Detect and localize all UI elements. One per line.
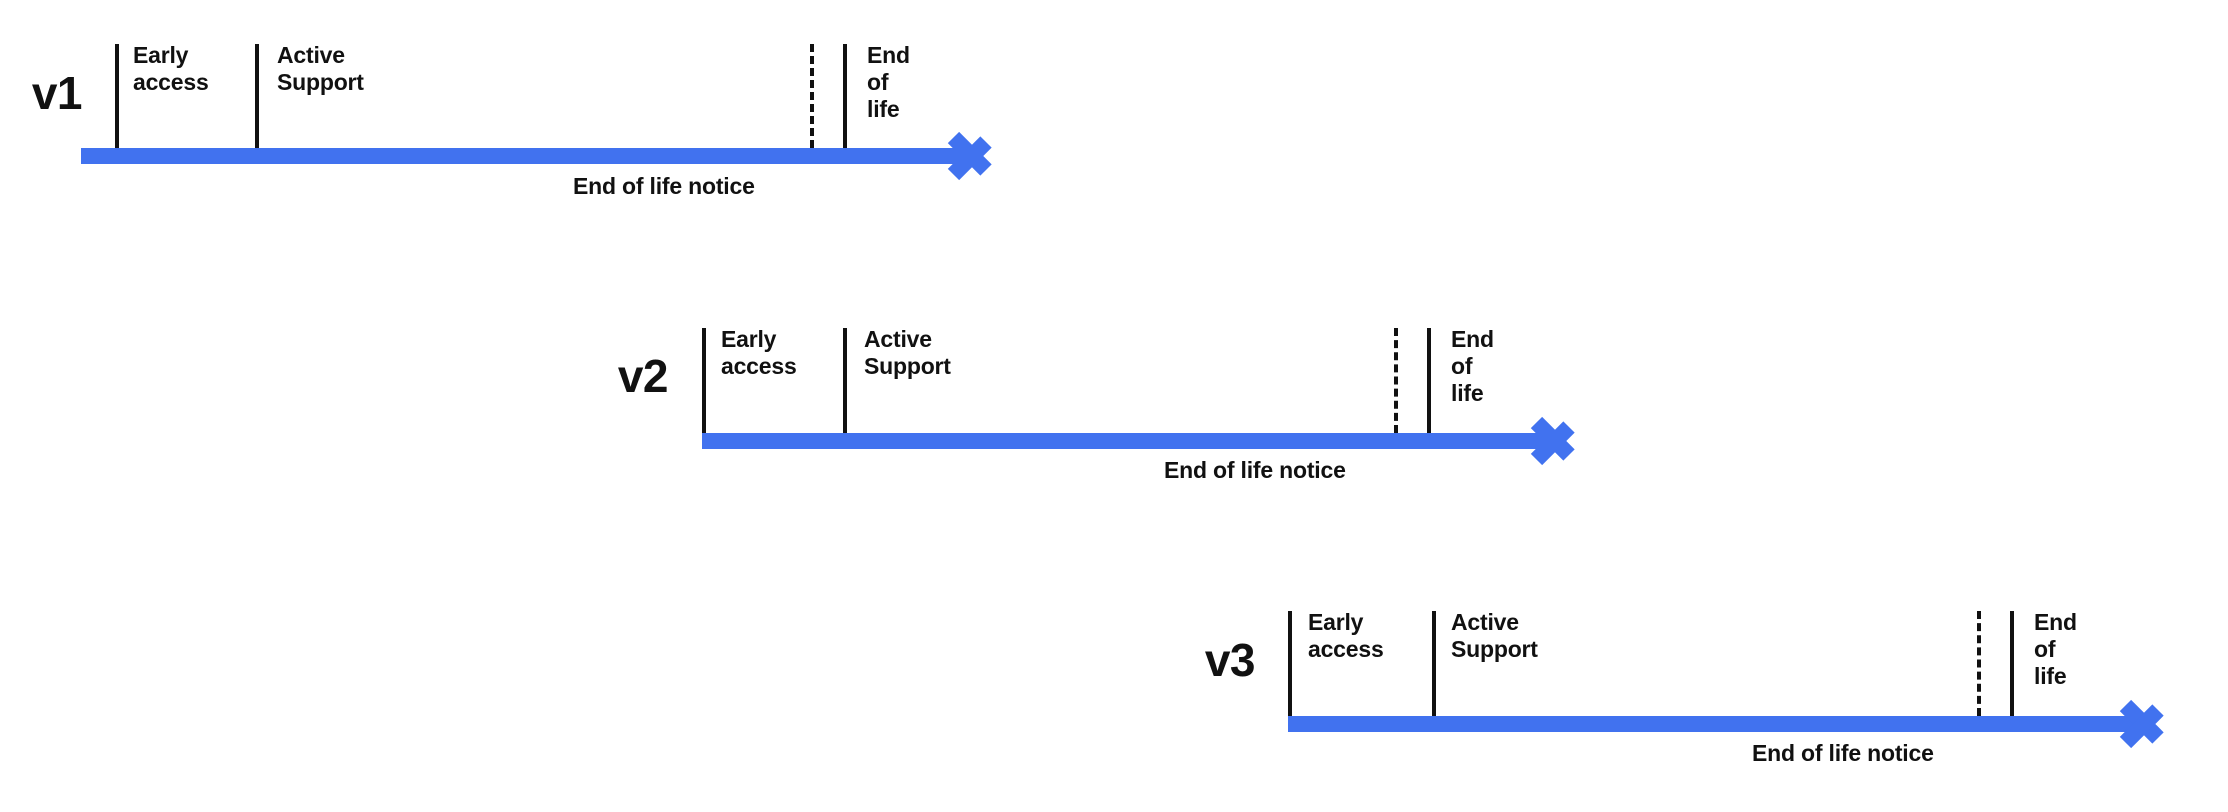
phase-label-v1-1: Active Support [277, 42, 364, 96]
phase-label-v2-2: End of life [1451, 326, 1494, 407]
phase-divider-v3-1 [1432, 611, 1436, 716]
end-of-life-notice-label-v1: End of life notice [573, 173, 755, 199]
version-label-v3: v3 [1204, 634, 1256, 686]
end-of-life-notice-marker-v3 [1977, 611, 1981, 716]
version-label-v1: v1 [31, 67, 83, 119]
end-of-life-notice-label-v3: End of life notice [1752, 740, 1934, 766]
timeline-bar-v3 [1288, 716, 2143, 732]
phase-divider-v2-1 [843, 328, 847, 433]
phase-divider-v1-3 [843, 44, 847, 148]
timeline-arrow-icon-v3 [2119, 693, 2189, 755]
timeline-arrow-icon-v2 [1530, 410, 1600, 472]
timeline-arrow-icon-v1 [947, 125, 1017, 187]
phase-divider-v3-0 [1288, 611, 1292, 716]
end-of-life-notice-marker-v2 [1394, 328, 1398, 433]
phase-divider-v2-3 [1427, 328, 1431, 433]
phase-label-v3-2: End of life [2034, 609, 2077, 690]
phase-label-v2-1: Active Support [864, 326, 951, 380]
phase-label-v1-2: End of life [867, 42, 910, 123]
end-of-life-notice-marker-v1 [810, 44, 814, 148]
phase-divider-v2-0 [702, 328, 706, 433]
end-of-life-notice-label-v2: End of life notice [1164, 457, 1346, 483]
phase-label-v3-0: Early access [1308, 609, 1384, 663]
phase-label-v2-0: Early access [721, 326, 797, 380]
timeline-bar-v2 [702, 433, 1554, 449]
version-label-v2: v2 [617, 350, 669, 402]
phase-divider-v3-3 [2010, 611, 2014, 716]
phase-divider-v1-1 [255, 44, 259, 148]
phase-divider-v1-0 [115, 44, 119, 148]
phase-label-v3-1: Active Support [1451, 609, 1538, 663]
phase-label-v1-0: Early access [133, 42, 209, 96]
timeline-bar-v1 [81, 148, 971, 164]
